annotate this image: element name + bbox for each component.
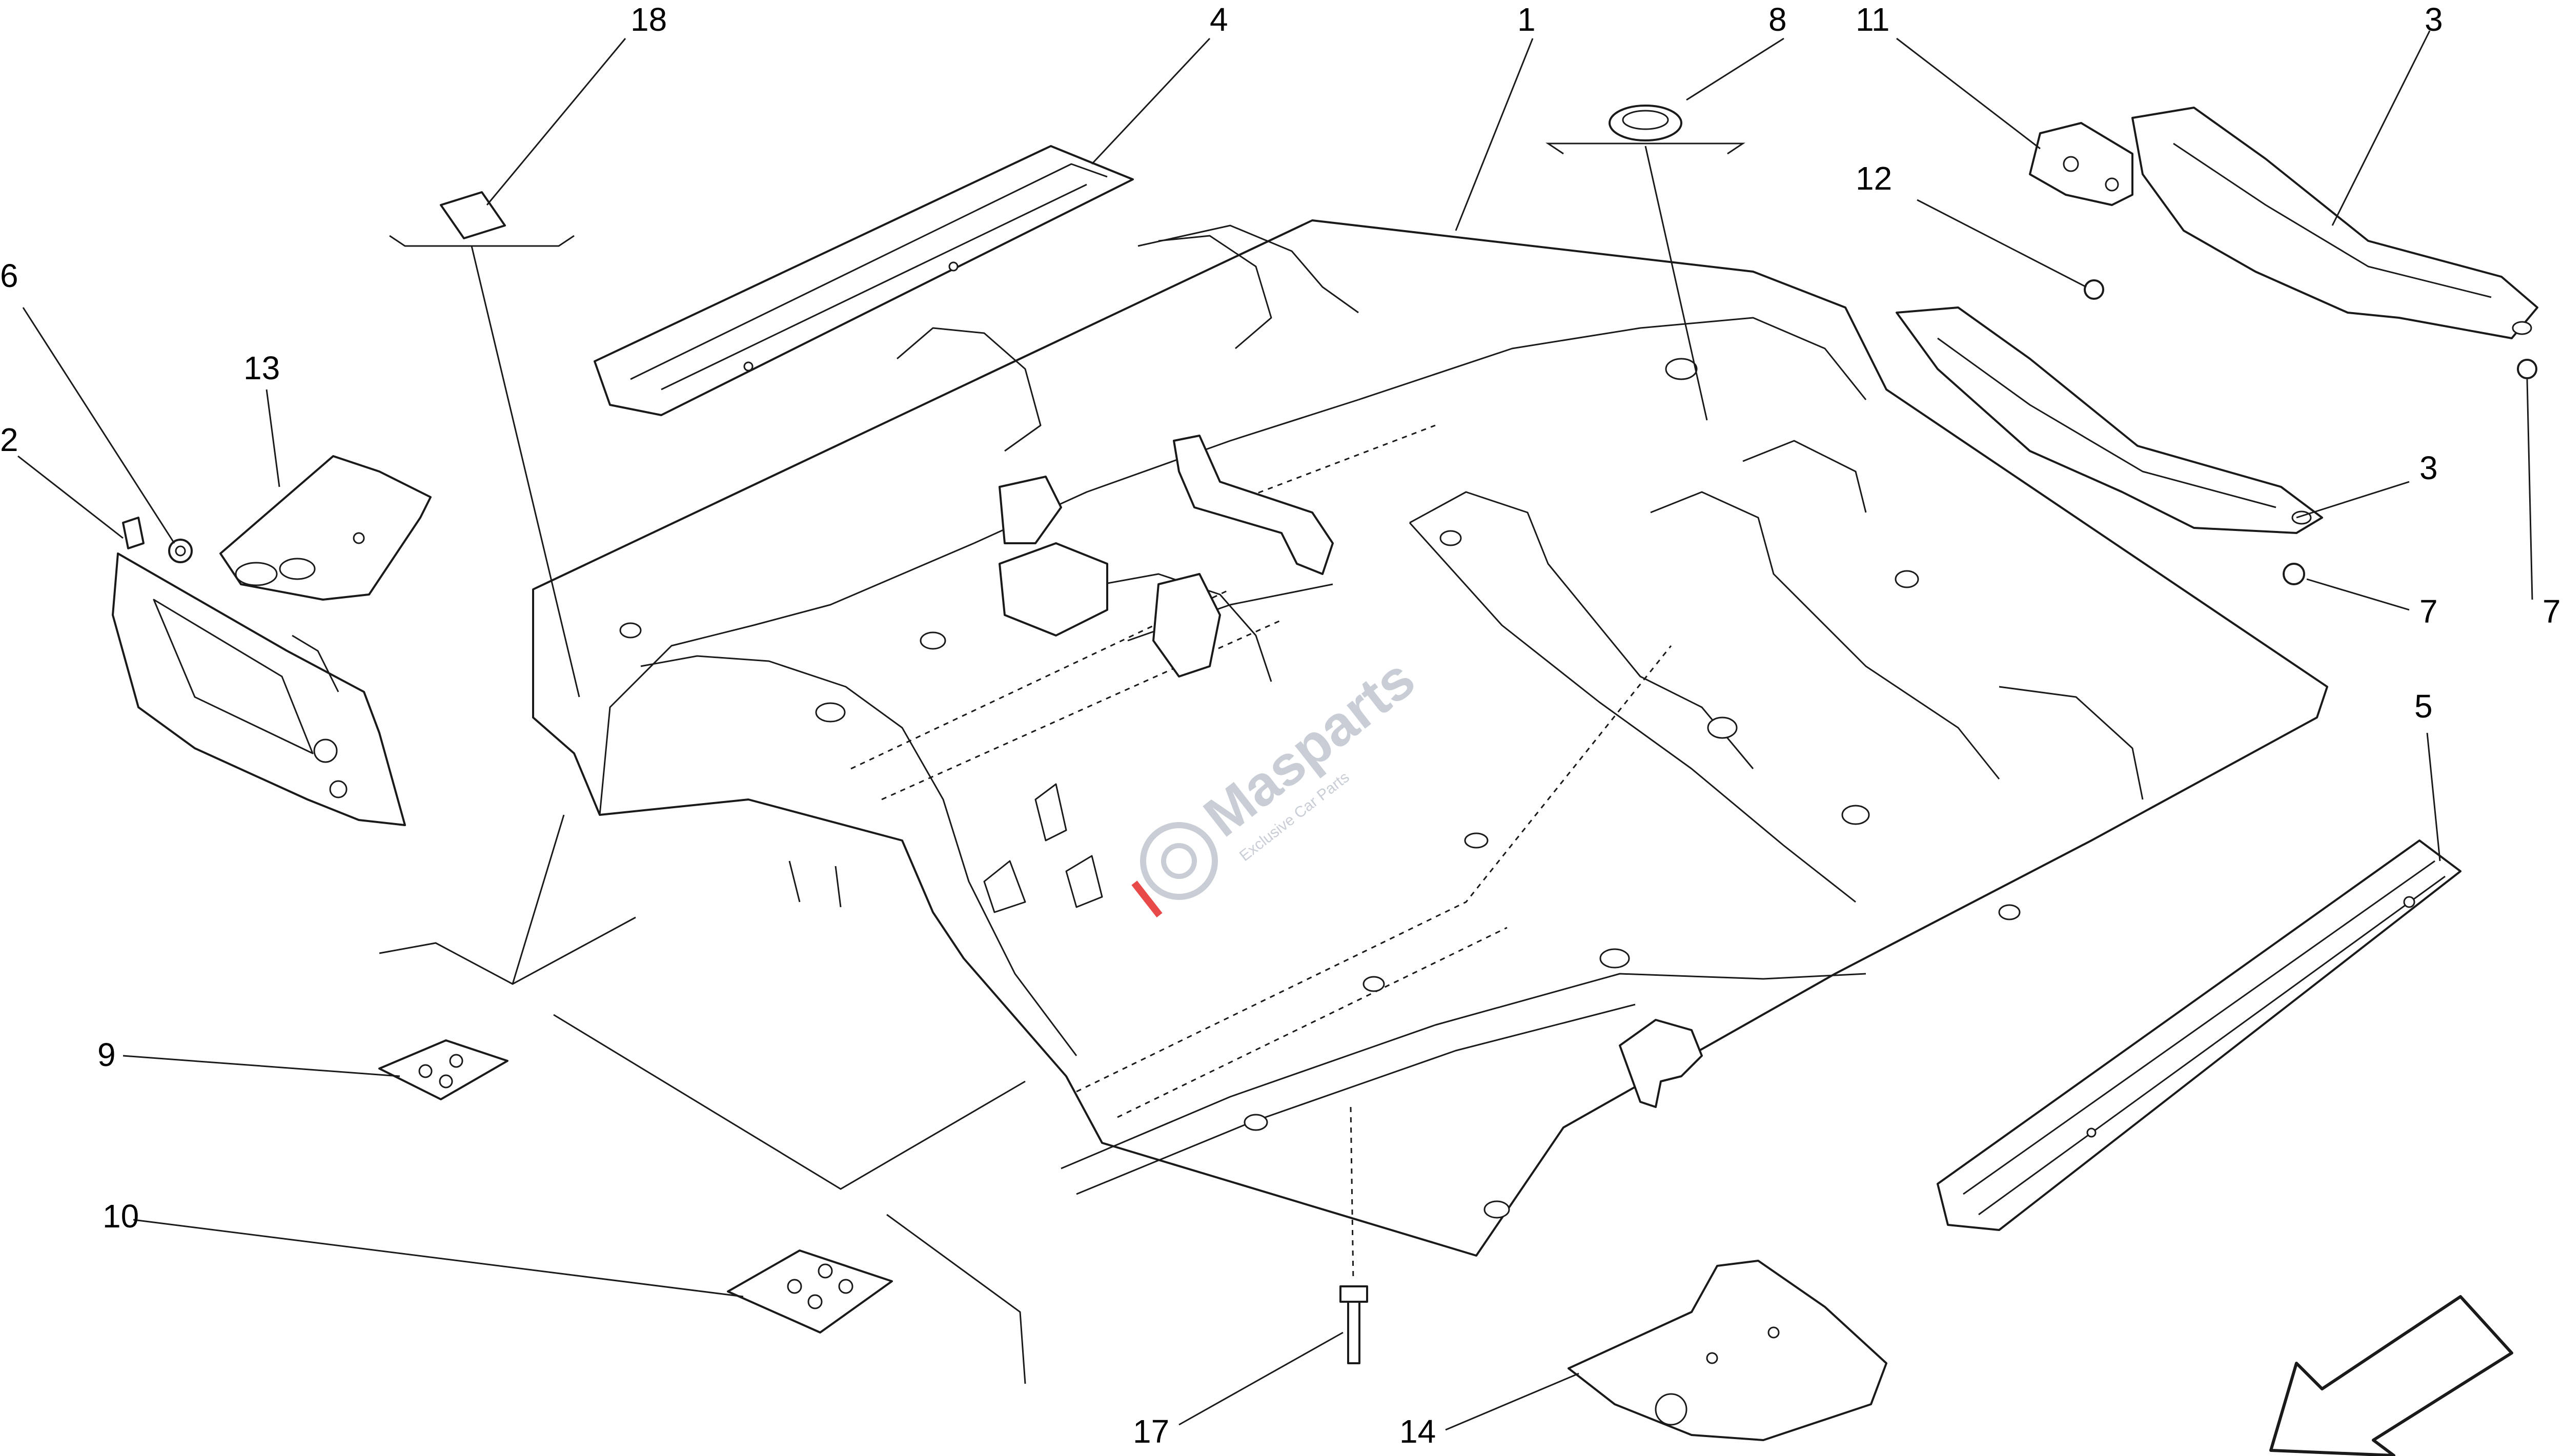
part-3-crossmember-upper	[2131, 107, 2538, 339]
part-11-bracket	[2029, 122, 2133, 206]
part-2-bracket	[112, 517, 406, 826]
callout-8: 8	[1768, 1, 1787, 38]
callout-4: 4	[1210, 1, 1228, 38]
part-7-nut-b	[2517, 359, 2537, 379]
part-4-side-rail	[594, 145, 1134, 416]
callout-1: 1	[1517, 1, 1536, 38]
callout-13: 13	[243, 350, 280, 386]
part-1-floor-pan	[532, 219, 2328, 1257]
part-8-grommet	[1545, 105, 1745, 421]
part-13-plate	[219, 455, 432, 601]
callout-3-upper: 3	[2425, 1, 2443, 38]
callout-7-lower: 7	[2419, 593, 2438, 630]
callout-5: 5	[2414, 688, 2433, 725]
part-5-side-rail	[1937, 839, 2462, 1231]
leader-lines	[17, 30, 2533, 1431]
callout-12: 12	[1856, 160, 1892, 197]
front-direction-arrow-icon	[2269, 1295, 2513, 1456]
part-6-nut	[168, 539, 193, 563]
part-10-pad	[727, 1249, 893, 1334]
callout-9: 9	[97, 1036, 116, 1073]
callout-10: 10	[103, 1198, 139, 1235]
part-12-nut	[2084, 279, 2104, 300]
callout-11: 11	[1856, 1, 1889, 38]
callout-6: 6	[0, 257, 18, 294]
callout-2: 2	[0, 421, 18, 458]
part-14-bracket	[1568, 1260, 1887, 1441]
callout-17: 17	[1133, 1413, 1169, 1450]
callout-3-lower: 3	[2419, 449, 2438, 486]
part-3-crossmember-lower	[1896, 306, 2323, 534]
callout-7-upper: 7	[2542, 593, 2561, 630]
part-7-nut-a	[2283, 563, 2305, 585]
part-9-pad	[378, 1039, 508, 1100]
callout-18: 18	[630, 1, 667, 38]
part-17-stud	[1339, 1106, 1368, 1364]
callout-14: 14	[1399, 1413, 1436, 1450]
grouping-lines	[379, 814, 1026, 1384]
